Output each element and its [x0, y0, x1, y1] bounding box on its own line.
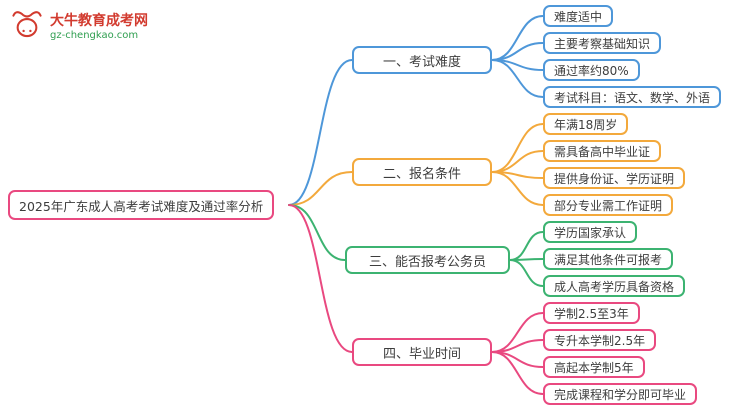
leaf-node: 需具备高中毕业证 [543, 140, 662, 162]
logo-url: gz-chengkao.com [50, 29, 139, 41]
branch-node-civil-servant: 三、能否报考公务员 [345, 246, 510, 274]
leaf-node: 学历国家承认 [543, 221, 638, 243]
site-logo: 大牛教育成考网 gz-chengkao.com [10, 8, 148, 46]
leaf-node: 完成课程和学分即可毕业 [543, 383, 698, 405]
leaf-node: 难度适中 [543, 5, 614, 27]
leaf-node: 部分专业需工作证明 [543, 194, 674, 216]
leaf-node: 成人高考学历具备资格 [543, 275, 686, 297]
root-node: 2025年广东成人高考考试难度及通过率分析 [8, 190, 275, 220]
leaf-node: 高起本学制5年 [543, 356, 645, 378]
branch-node-graduation-time: 四、毕业时间 [352, 338, 492, 366]
branch-node-exam-difficulty: 一、考试难度 [352, 46, 492, 74]
logo-title: 大牛教育成考网 [50, 12, 148, 29]
leaf-node: 专升本学制2.5年 [543, 329, 657, 351]
leaf-node: 年满18周岁 [543, 113, 629, 135]
leaf-node: 通过率约80% [543, 59, 640, 81]
leaf-node: 主要考察基础知识 [543, 32, 662, 54]
branch-node-register-conditions: 二、报名条件 [352, 158, 492, 186]
leaf-node: 满足其他条件可报考 [543, 248, 674, 270]
leaf-node: 提供身份证、学历证明 [543, 167, 686, 189]
leaf-node: 考试科目：语文、数学、外语 [543, 86, 722, 108]
leaf-node: 学制2.5至3年 [543, 302, 640, 324]
bull-logo-icon [10, 8, 44, 46]
